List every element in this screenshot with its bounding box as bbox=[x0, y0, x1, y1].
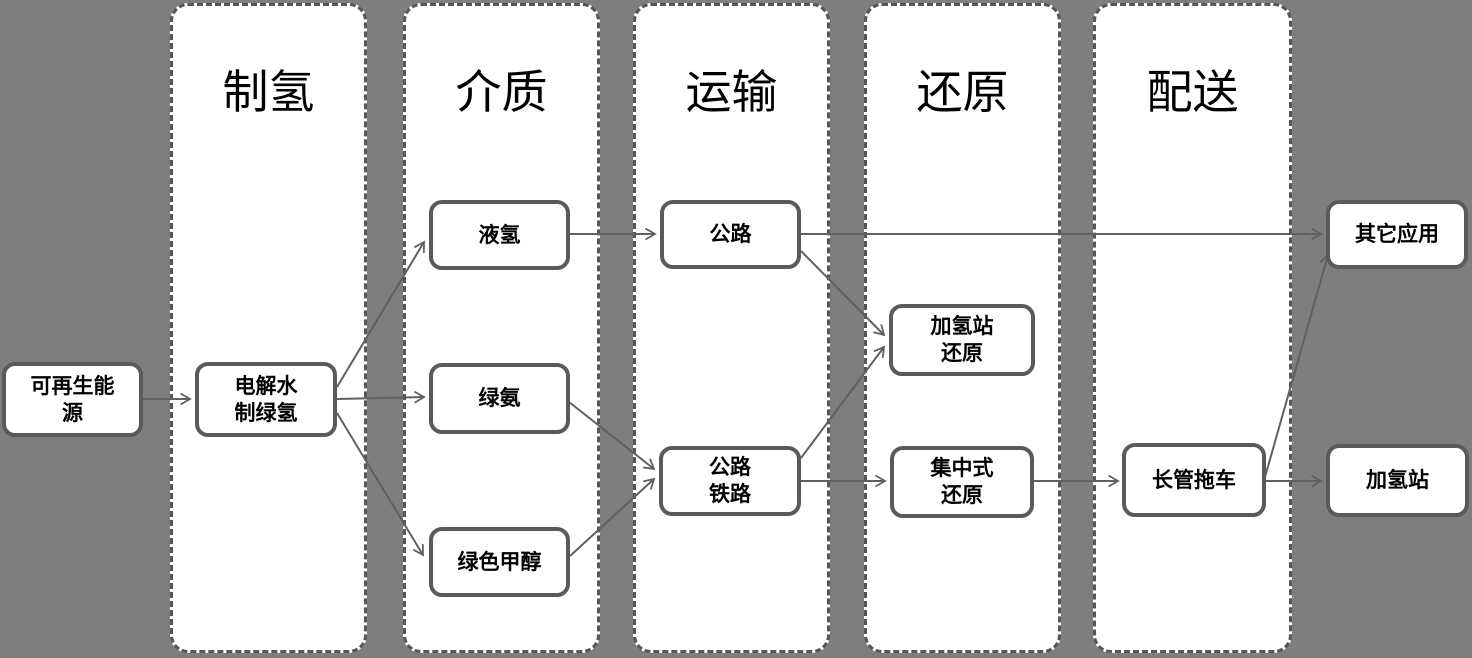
node-station-reduction: 加氢站 还原 bbox=[889, 304, 1035, 376]
column-title-distribution: 配送 bbox=[1146, 65, 1239, 119]
arrow-electrolysis-to-green-ammonia bbox=[336, 390, 426, 404]
arrow-highway-railway-to-station-reduction bbox=[800, 345, 886, 459]
node-other-applications: 其它应用 bbox=[1326, 200, 1468, 269]
arrow-electrolysis-to-green-methanol bbox=[336, 412, 424, 557]
node-liquid-hydrogen: 液氢 bbox=[429, 200, 570, 270]
arrow-highway-to-station-reduction bbox=[800, 250, 886, 337]
column-distribution: 配送 bbox=[1093, 3, 1292, 653]
column-title-transport: 运输 bbox=[685, 65, 778, 119]
arrow-green-ammonia-to-highway-railway bbox=[568, 401, 656, 471]
node-highway: 公路 bbox=[660, 200, 801, 269]
node-hydrogen-station: 加氢站 bbox=[1326, 444, 1469, 517]
column-title-medium: 介质 bbox=[455, 65, 548, 119]
column-hydrogen-production: 制氢 bbox=[170, 3, 367, 653]
column-title-production: 制氢 bbox=[222, 65, 315, 119]
arrow-electrolysis-to-liquid-h2 bbox=[336, 240, 425, 388]
node-central-reduction: 集中式 还原 bbox=[890, 446, 1034, 518]
node-tube-trailer: 长管拖车 bbox=[1122, 443, 1266, 517]
column-title-reduction: 还原 bbox=[916, 65, 1009, 119]
node-green-methanol: 绿色甲醇 bbox=[429, 527, 570, 597]
column-transport: 运输 bbox=[633, 3, 830, 653]
node-highway-railway: 公路 铁路 bbox=[659, 446, 801, 516]
arrow-tube-trailer-to-other-apps bbox=[1264, 253, 1332, 478]
node-green-ammonia: 绿氨 bbox=[429, 363, 570, 434]
node-electrolysis-green-h2: 电解水 制绿氢 bbox=[195, 362, 337, 437]
node-renewable-energy: 可再生能 源 bbox=[2, 362, 143, 437]
arrow-green-methanol-to-highway-railway bbox=[569, 477, 656, 557]
